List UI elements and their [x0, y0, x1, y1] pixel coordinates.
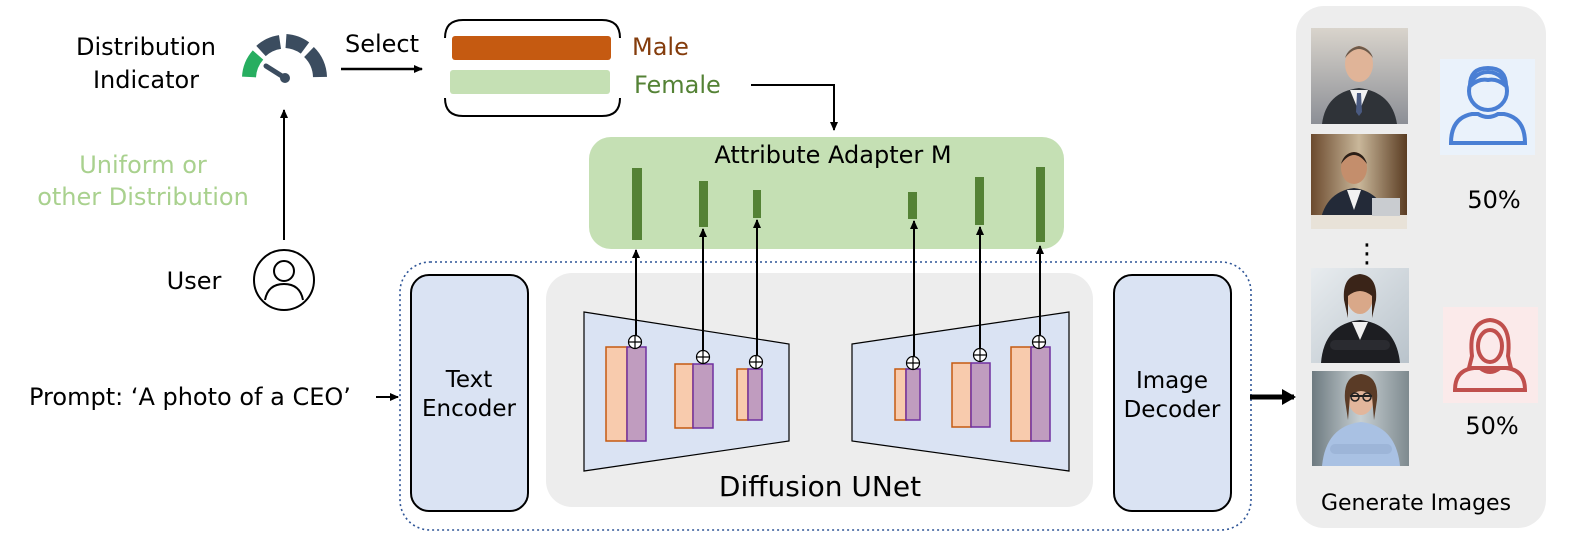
generated-photo-female-1: [1311, 268, 1409, 363]
male-percentage: 50%: [1467, 186, 1520, 214]
adapter-bar-2: [699, 181, 708, 227]
generated-photo-male-2: [1311, 134, 1407, 229]
generated-photo-female-2: [1312, 371, 1409, 466]
uniform-distribution-label-line2: other Distribution: [37, 183, 249, 211]
text-encoder-label-line2: Encoder: [422, 396, 517, 422]
select-label: Select: [345, 30, 419, 58]
female-option-label: Female: [634, 71, 721, 99]
image-decoder-box: [1113, 274, 1232, 512]
bracket-top: [444, 19, 621, 39]
text-encoder-label-line1: Text: [445, 367, 493, 393]
female-avatar-icon: [1443, 307, 1538, 403]
feature-map-down-1: [605, 346, 647, 442]
adapter-connection-arrows: [632, 219, 1044, 356]
uniform-distribution-label-line1: Uniform or: [79, 151, 207, 179]
plus-icon: [972, 347, 988, 363]
male-option-bar: [452, 36, 611, 60]
distribution-indicator-label-line1: Distribution: [76, 33, 216, 61]
more-images-ellipsis: ⋮: [1354, 239, 1380, 269]
feature-map-down-3: [736, 368, 763, 421]
feature-map-up-3: [1010, 346, 1051, 442]
feature-map-up-2: [951, 362, 991, 428]
feature-map-down-2: [674, 363, 714, 429]
adapter-bar-1: [632, 168, 642, 240]
female-option-bar: [450, 70, 610, 94]
attribute-to-adapter-arrow: [751, 84, 838, 131]
gauge-icon: [242, 34, 327, 83]
generate-images-label: Generate Images: [1321, 491, 1511, 516]
bracket-bottom: [444, 97, 621, 117]
plus-icon: [1031, 334, 1047, 350]
plus-icon: [695, 349, 711, 365]
user-icon: [253, 249, 315, 311]
attribute-adapter-label: Attribute Adapter M: [714, 141, 951, 169]
plus-icon: [748, 354, 764, 370]
adapter-bar-4: [908, 192, 917, 219]
feature-map-up-1: [894, 368, 921, 421]
user-label: User: [167, 267, 222, 295]
plus-icons: [627, 334, 1047, 371]
adapter-bar-3: [753, 190, 761, 218]
plus-icon: [627, 334, 643, 350]
generated-photo-male-1: [1311, 28, 1408, 124]
male-option-label: Male: [632, 33, 689, 61]
text-encoder-box: [410, 274, 529, 512]
male-avatar-icon: [1440, 59, 1535, 155]
pipeline-container: [399, 261, 1252, 531]
image-decoder-label-line1: Image: [1136, 368, 1208, 394]
distribution-indicator-label-line2: Indicator: [93, 66, 199, 94]
image-decoder-label-line2: Decoder: [1124, 397, 1221, 423]
female-percentage: 50%: [1465, 412, 1518, 440]
plus-icon: [905, 355, 921, 371]
adapter-bar-6: [1036, 167, 1045, 242]
adapter-bar-5: [975, 177, 984, 225]
prompt-text: Prompt: ‘A photo of a CEO’: [29, 383, 351, 411]
diffusion-unet-label: Diffusion UNet: [719, 470, 921, 503]
adapter-bars: [632, 167, 1045, 242]
